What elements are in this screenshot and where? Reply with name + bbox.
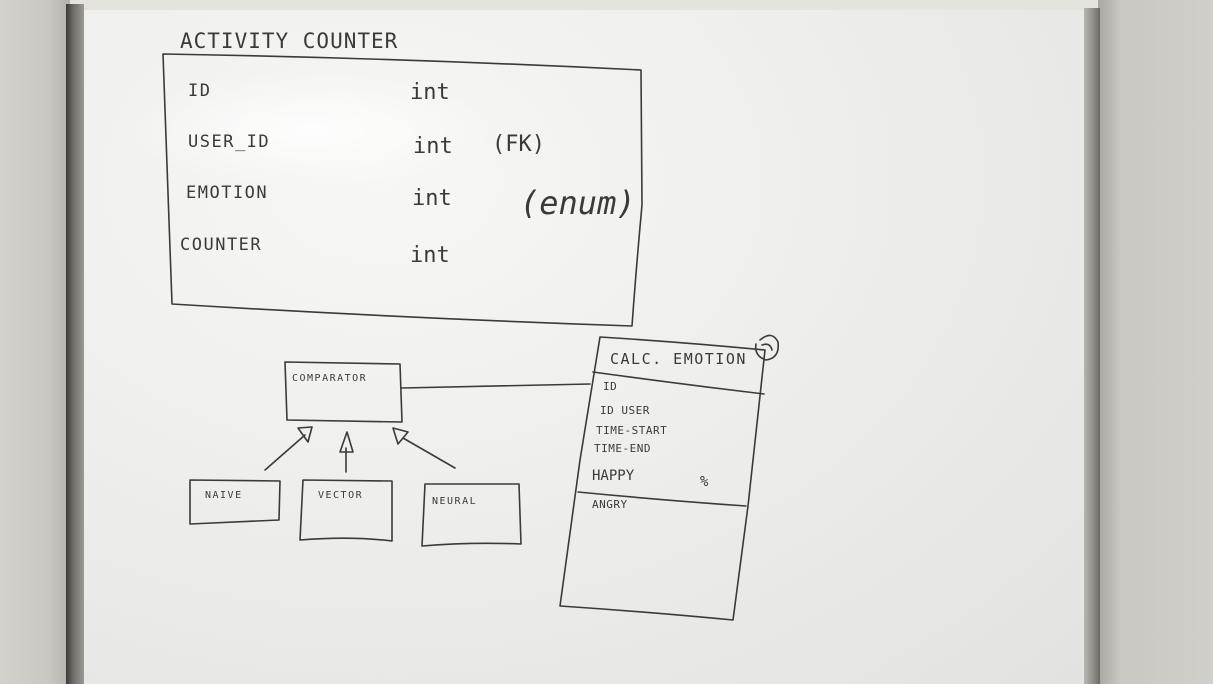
calc-emotion-corner-mark: [754, 334, 780, 361]
vector-box: [299, 479, 393, 542]
calc-field-angry: ANGRY: [592, 498, 628, 511]
whiteboard-frame-right: [1084, 8, 1100, 684]
calc-emotion-box: [559, 336, 766, 621]
field-counter-type: int: [410, 243, 450, 268]
association-line: [401, 383, 591, 389]
field-userid-type: int: [413, 134, 453, 159]
inheritance-arrow-naive: [264, 426, 313, 471]
field-emotion-name: EMOTION: [186, 183, 268, 203]
field-id-type: int: [410, 80, 450, 105]
wall-left: [0, 0, 70, 684]
whiteboard-frame-left: [66, 4, 84, 684]
field-emotion-type: int: [412, 186, 452, 211]
naive-box: [189, 479, 281, 525]
activity-counter-entity: ACTIVITY COUNTER ID int USER_ID int (FK)…: [162, 29, 643, 327]
calc-emotion-divider: [577, 491, 747, 507]
comparator-box: [284, 361, 403, 423]
field-userid-note: (FK): [492, 132, 545, 157]
naive-label: NAIVE: [205, 490, 243, 501]
neural-label: NEURAL: [432, 496, 477, 507]
calc-emotion-header-divider: [592, 371, 765, 395]
calc-field-happy: HAPPY: [592, 468, 635, 484]
neural-box: [421, 483, 522, 547]
wall: [0, 0, 1213, 10]
calc-field-time-start: TIME-START: [596, 424, 667, 437]
field-id-name: ID: [188, 81, 211, 101]
calc-emotion-entity: CALC. EMOTION ID ID USER TIME-START TIME…: [559, 334, 780, 621]
activity-counter-box: [162, 53, 643, 327]
wall-right: [1098, 0, 1213, 684]
field-userid-name: USER_ID: [188, 132, 270, 152]
activity-counter-title: ACTIVITY COUNTER: [180, 29, 398, 53]
inheritance-arrow-neural: [392, 427, 456, 469]
calc-field-id-user: ID USER: [600, 404, 650, 417]
calc-field-id: ID: [603, 380, 617, 393]
field-emotion-note: (enum): [520, 184, 636, 222]
comparator-title: COMPARATOR: [292, 373, 367, 384]
calc-emotion-title: CALC. EMOTION: [610, 350, 747, 368]
calc-percent-mark: %: [700, 474, 709, 490]
field-counter-name: COUNTER: [180, 235, 262, 255]
comparator-hierarchy: COMPARATOR NAIVE VECTOR NEURAL: [189, 361, 591, 547]
inheritance-arrow-vector: [339, 431, 354, 473]
calc-field-time-end: TIME-END: [594, 442, 651, 455]
whiteboard: [82, 10, 1086, 684]
vector-label: VECTOR: [318, 490, 363, 501]
